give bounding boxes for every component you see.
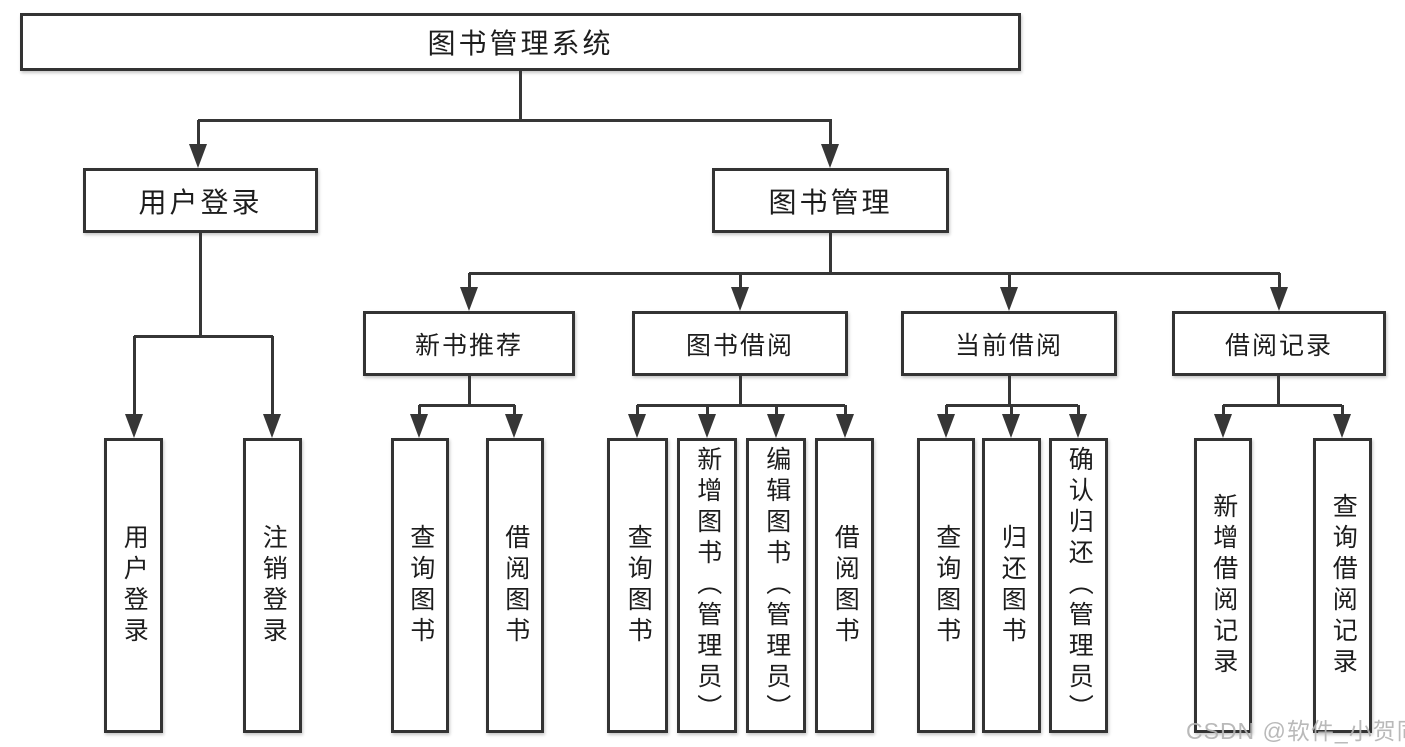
connector-line — [1221, 405, 1225, 416]
connector-line — [467, 273, 471, 289]
connector-arrow-down — [1069, 414, 1087, 438]
connector-line — [196, 120, 200, 148]
node-label: 当前借阅 — [954, 331, 1063, 360]
connector-arrow-down — [698, 414, 716, 438]
node-label: 归还图书 — [998, 523, 1027, 648]
node-label: 借阅图书 — [831, 523, 860, 648]
node-label: 注销登录 — [259, 523, 288, 648]
connector-line — [1223, 403, 1342, 407]
connector-arrow-down — [731, 287, 749, 311]
node-label: 借阅记录 — [1224, 331, 1333, 360]
connector-line — [774, 405, 778, 416]
connector-line — [469, 271, 1280, 275]
node-leaf-add-borrow-record: 新增借阅记录 — [1194, 438, 1252, 733]
connector-arrow-down — [1333, 414, 1351, 438]
connector-line — [1009, 405, 1013, 416]
node-label: 用户登录 — [138, 186, 263, 218]
connector-arrow-down — [937, 414, 955, 438]
node-book-borrowing: 图书借阅 — [632, 311, 848, 376]
connector-line — [270, 336, 274, 416]
node-label: 图书管理 — [768, 186, 893, 218]
connector-line — [738, 376, 742, 405]
node-leaf-borrow-books: 借阅图书 — [815, 438, 874, 733]
connector-line — [843, 405, 847, 416]
connector-line — [1340, 405, 1344, 416]
connector-line — [637, 403, 845, 407]
node-leaf-add-books-admin: 新增图书（管理员） — [677, 438, 737, 733]
connector-line — [828, 120, 832, 148]
connector-line — [828, 233, 832, 273]
connector-arrow-down — [1270, 287, 1288, 311]
connector-arrow-down — [460, 287, 478, 311]
watermark: CSDN @软件_小贺同学 — [1186, 718, 1405, 744]
node-leaf-return-books: 归还图书 — [982, 438, 1041, 733]
node-label: 图书借阅 — [685, 331, 794, 360]
connector-line — [1076, 405, 1080, 416]
connector-arrow-down — [1214, 414, 1232, 438]
connector-line — [635, 405, 639, 416]
connector-line — [132, 336, 136, 416]
connector-line — [467, 376, 471, 405]
node-leaf-borrow-books-recommend: 借阅图书 — [486, 438, 544, 733]
connector-line — [417, 405, 421, 416]
node-leaf-edit-books-admin: 编辑图书（管理员） — [746, 438, 806, 733]
node-borrowing-records: 借阅记录 — [1172, 311, 1386, 376]
node-label: 新增图书（管理员） — [693, 446, 722, 725]
node-label: 查询图书 — [932, 523, 961, 648]
connector-line — [518, 71, 522, 120]
connector-arrow-down — [410, 414, 428, 438]
connector-line — [1276, 376, 1280, 405]
node-current-borrowing: 当前借阅 — [901, 311, 1117, 376]
node-leaf-confirm-return-admin: 确认归还（管理员） — [1049, 438, 1108, 733]
connector-line — [198, 118, 832, 122]
connector-line — [419, 403, 515, 407]
node-label: 查询借阅记录 — [1329, 492, 1358, 679]
node-label: 借阅图书 — [501, 523, 530, 648]
connector-line — [1277, 273, 1281, 289]
node-label: 用户登录 — [120, 523, 149, 648]
connector-line — [1007, 376, 1011, 405]
connector-line — [512, 405, 516, 416]
connector-line — [134, 334, 273, 338]
connector-line — [738, 273, 742, 289]
connector-arrow-down — [767, 414, 785, 438]
connector-line — [944, 405, 948, 416]
connector-arrow-down — [263, 414, 281, 438]
node-leaf-search-borrow-record: 查询借阅记录 — [1313, 438, 1372, 733]
connector-arrow-down — [821, 144, 839, 168]
node-label: 查询图书 — [406, 523, 435, 648]
connector-arrow-down — [125, 414, 143, 438]
connector-line — [1007, 273, 1011, 289]
node-user-login: 用户登录 — [83, 168, 318, 233]
node-leaf-search-books-borrow: 查询图书 — [607, 438, 668, 733]
connector-arrow-down — [1000, 287, 1018, 311]
node-leaf-user-login: 用户登录 — [104, 438, 163, 733]
node-new-book-recommendation: 新书推荐 — [363, 311, 575, 376]
node-label: 图书管理系统 — [427, 28, 614, 59]
node-label: 新增借阅记录 — [1209, 492, 1238, 679]
node-book-management: 图书管理 — [712, 168, 949, 233]
connector-arrow-down — [1002, 414, 1020, 438]
connector-line — [198, 233, 202, 336]
node-label: 查询图书 — [624, 523, 653, 648]
node-leaf-search-books-recommend: 查询图书 — [391, 438, 449, 733]
node-leaf-logout: 注销登录 — [243, 438, 302, 733]
connector-line — [705, 405, 709, 416]
connector-arrow-down — [836, 414, 854, 438]
connector-arrow-down — [505, 414, 523, 438]
node-label: 确认归还（管理员） — [1065, 446, 1094, 725]
node-library-management-system: 图书管理系统 — [20, 13, 1021, 71]
connector-arrow-down — [628, 414, 646, 438]
node-label: 编辑图书（管理员） — [762, 446, 791, 725]
connector-arrow-down — [189, 144, 207, 168]
node-label: 新书推荐 — [414, 331, 523, 360]
node-leaf-search-books-current: 查询图书 — [917, 438, 975, 733]
